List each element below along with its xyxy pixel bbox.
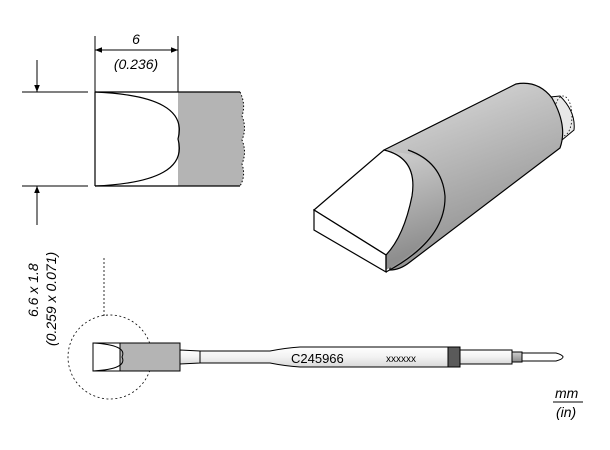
width-dimension: 6 (0.236) [94, 31, 179, 92]
front-view-body [178, 92, 245, 186]
front-view-face [95, 92, 178, 186]
tip-mm-label: 6.6 x 1.8 [25, 263, 41, 317]
full-tip-view: C245966 xxxxxx [67, 258, 564, 400]
tip-3d-view [312, 82, 575, 274]
break-line [239, 91, 245, 187]
tip-size-dimension: 6.6 x 1.8 (0.259 x 0.071) [22, 60, 88, 346]
units-legend: mm (in) [553, 385, 583, 420]
part-code-label: C245966 [291, 351, 344, 366]
units-metric-label: mm [555, 385, 579, 401]
units-imperial-label: (in) [556, 404, 576, 420]
tip-in-label: (0.259 x 0.071) [43, 252, 59, 346]
part-marking-label: xxxxxx [386, 354, 416, 365]
tip-head-cylinder [119, 342, 181, 372]
tip-head-face [92, 342, 121, 372]
width-in-label: (0.236) [114, 56, 158, 72]
3d-chisel-face [312, 149, 414, 256]
chisel-curve [94, 91, 180, 187]
width-mm-label: 6 [132, 31, 140, 47]
tip-rear-pin [521, 352, 564, 362]
tip-dark-ring [447, 346, 461, 368]
tip-front-view [94, 91, 245, 187]
